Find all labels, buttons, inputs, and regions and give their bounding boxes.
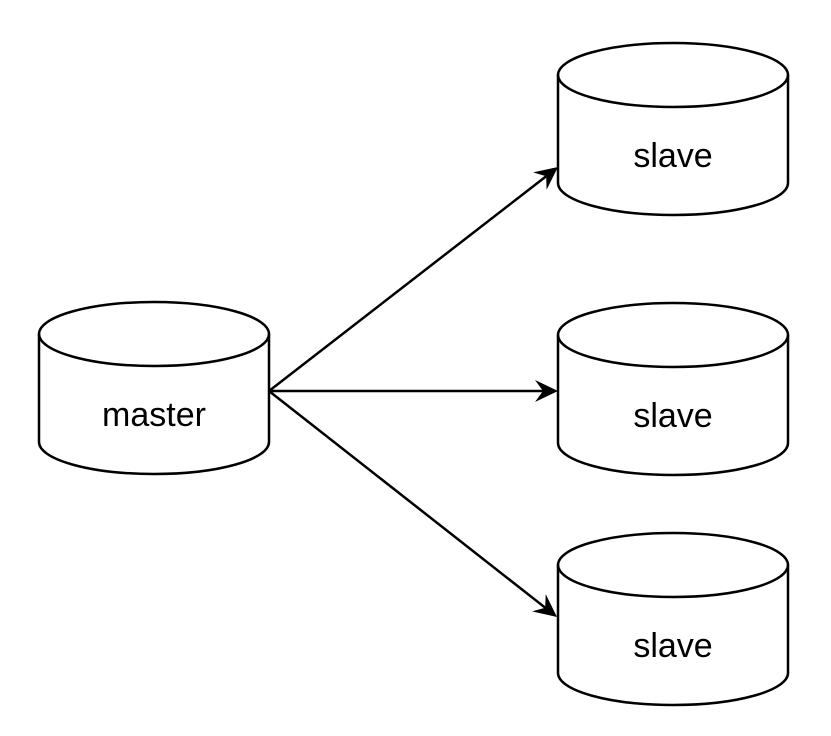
- node-master-label: master: [102, 396, 206, 434]
- node-slave-3-label: slave: [633, 627, 713, 665]
- database-cylinder-icon: [556, 41, 790, 217]
- node-slave-2-cylinder: [556, 301, 790, 477]
- node-master-cylinder: [37, 300, 271, 476]
- cylinder-rim: [556, 74, 790, 109]
- edge-master-to-slave-3: [268, 390, 557, 617]
- node-slave-1-label: slave: [633, 137, 713, 175]
- edge-line: [268, 390, 546, 609]
- edge-master-to-slave-1: [268, 167, 558, 392]
- cylinder-rim: [556, 564, 790, 599]
- edge-master-to-slave-2: [269, 380, 558, 402]
- database-cylinder-icon: [556, 301, 790, 477]
- arrowhead-icon: [533, 167, 558, 190]
- arrowhead-icon: [535, 380, 558, 402]
- database-cylinder-icon: [37, 300, 271, 476]
- node-slave-2-label: slave: [633, 397, 713, 435]
- node-slave-1-cylinder: [556, 41, 790, 217]
- cylinder-rim: [556, 334, 790, 369]
- node-slave-3-cylinder: [556, 531, 790, 707]
- edge-line: [268, 175, 547, 392]
- database-cylinder-icon: [556, 531, 790, 707]
- cylinder-rim: [37, 333, 271, 368]
- arrowhead-icon: [532, 594, 557, 617]
